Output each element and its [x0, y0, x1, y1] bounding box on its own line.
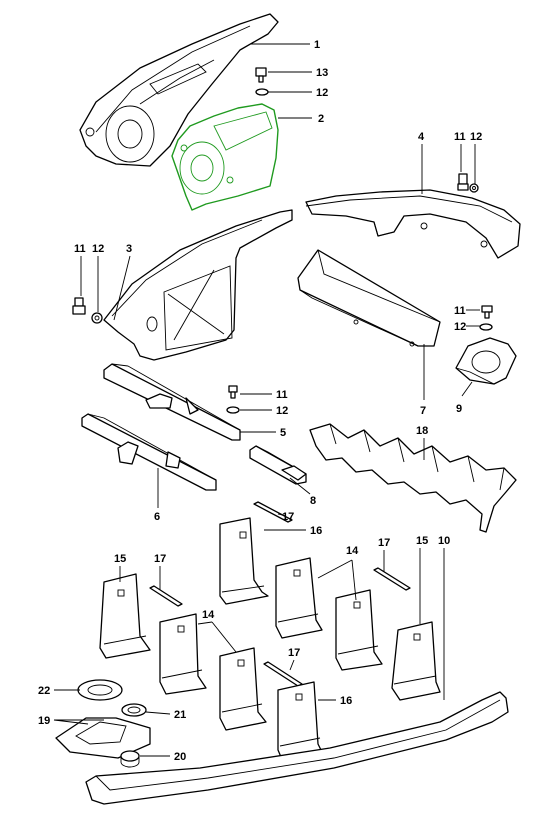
callout-11: 11: [454, 305, 466, 317]
part-8-small-channel: [249, 445, 307, 485]
part-11-bolt-left: [72, 297, 86, 315]
callout-21: 21: [174, 709, 186, 721]
part-3-lower-shroud: [103, 209, 293, 361]
callout-1: 1: [314, 39, 320, 51]
callout-9: 9: [456, 403, 462, 415]
callout-12: 12: [454, 321, 466, 333]
part-22-grommet-ring: [77, 679, 123, 701]
part-12-washer-right: [469, 183, 479, 193]
part-12-washer-lower: [226, 406, 240, 414]
part-14-baffle-a: [275, 557, 323, 639]
callout-19: 19: [38, 715, 50, 727]
part-14-baffle-c: [159, 613, 207, 695]
part-17-rod-left: [149, 585, 183, 607]
callout-17: 17: [288, 647, 300, 659]
callout-16: 16: [310, 525, 322, 537]
callout-18: 18: [416, 425, 428, 437]
part-18-corrugated-strip: [309, 423, 517, 533]
part-1-upper-shroud: [79, 13, 279, 167]
callout-10: 10: [438, 535, 450, 547]
callout-12: 12: [92, 243, 104, 255]
callout-11: 11: [276, 389, 288, 401]
part-7-channel: [297, 249, 441, 347]
callout-17: 17: [378, 537, 390, 549]
callout-7: 7: [420, 405, 426, 417]
callout-labels: 1 13 12 2 4 11 12 11 12 3 11 12 9 7 11 1…: [38, 39, 482, 763]
callout-4: 4: [418, 131, 425, 143]
part-10-bottom-channel: [85, 691, 509, 805]
callout-20: 20: [174, 751, 186, 763]
callout-3: 3: [126, 243, 132, 255]
part-12-washer-left: [91, 312, 103, 324]
callout-12: 12: [276, 405, 288, 417]
part-9-bracket: [455, 337, 517, 385]
callout-17: 17: [154, 553, 166, 565]
callout-8: 8: [310, 495, 316, 507]
part-11-bolt-mid: [481, 305, 493, 319]
part-11-bolt-right: [457, 173, 469, 191]
callout-16: 16: [340, 695, 352, 707]
callout-15: 15: [416, 535, 428, 547]
leader-lines: [53, 43, 480, 757]
callout-14: 14: [346, 545, 359, 557]
callout-11: 11: [74, 243, 86, 255]
part-15-baffle-left: [99, 573, 151, 659]
callout-6: 6: [154, 511, 160, 523]
part-12-washer-mid: [479, 323, 493, 331]
part-21-grommet: [121, 703, 147, 717]
part-17-rod-top: [253, 501, 293, 523]
part-14-baffle-d: [219, 647, 267, 731]
callout-2: 2: [318, 113, 324, 125]
part-4-arch-shroud: [305, 189, 521, 259]
callout-15: 15: [114, 553, 126, 565]
part-2-cover-plate-highlighted: [171, 103, 279, 211]
part-12-washer: [255, 88, 269, 96]
callout-13: 13: [316, 67, 328, 79]
part-20-bushing: [120, 750, 140, 768]
part-17-rod-mid: [263, 661, 303, 687]
part-5-channel: [103, 363, 241, 441]
callout-12: 12: [470, 131, 482, 143]
part-6-channel: [81, 413, 217, 491]
callout-22: 22: [38, 685, 50, 697]
part-11-bolt-lower: [228, 385, 238, 399]
part-13-bolt: [255, 67, 267, 83]
callout-17: 17: [282, 511, 294, 523]
part-14-baffle-b: [335, 589, 383, 671]
callout-12: 12: [316, 87, 328, 99]
callout-14: 14: [202, 609, 215, 621]
part-15-baffle-right: [391, 621, 441, 701]
part-16-baffle-top: [219, 517, 269, 605]
callout-5: 5: [280, 427, 286, 439]
part-19-base-plate: [55, 717, 151, 759]
callout-11: 11: [454, 131, 466, 143]
part-17-rod-right: [373, 567, 411, 591]
